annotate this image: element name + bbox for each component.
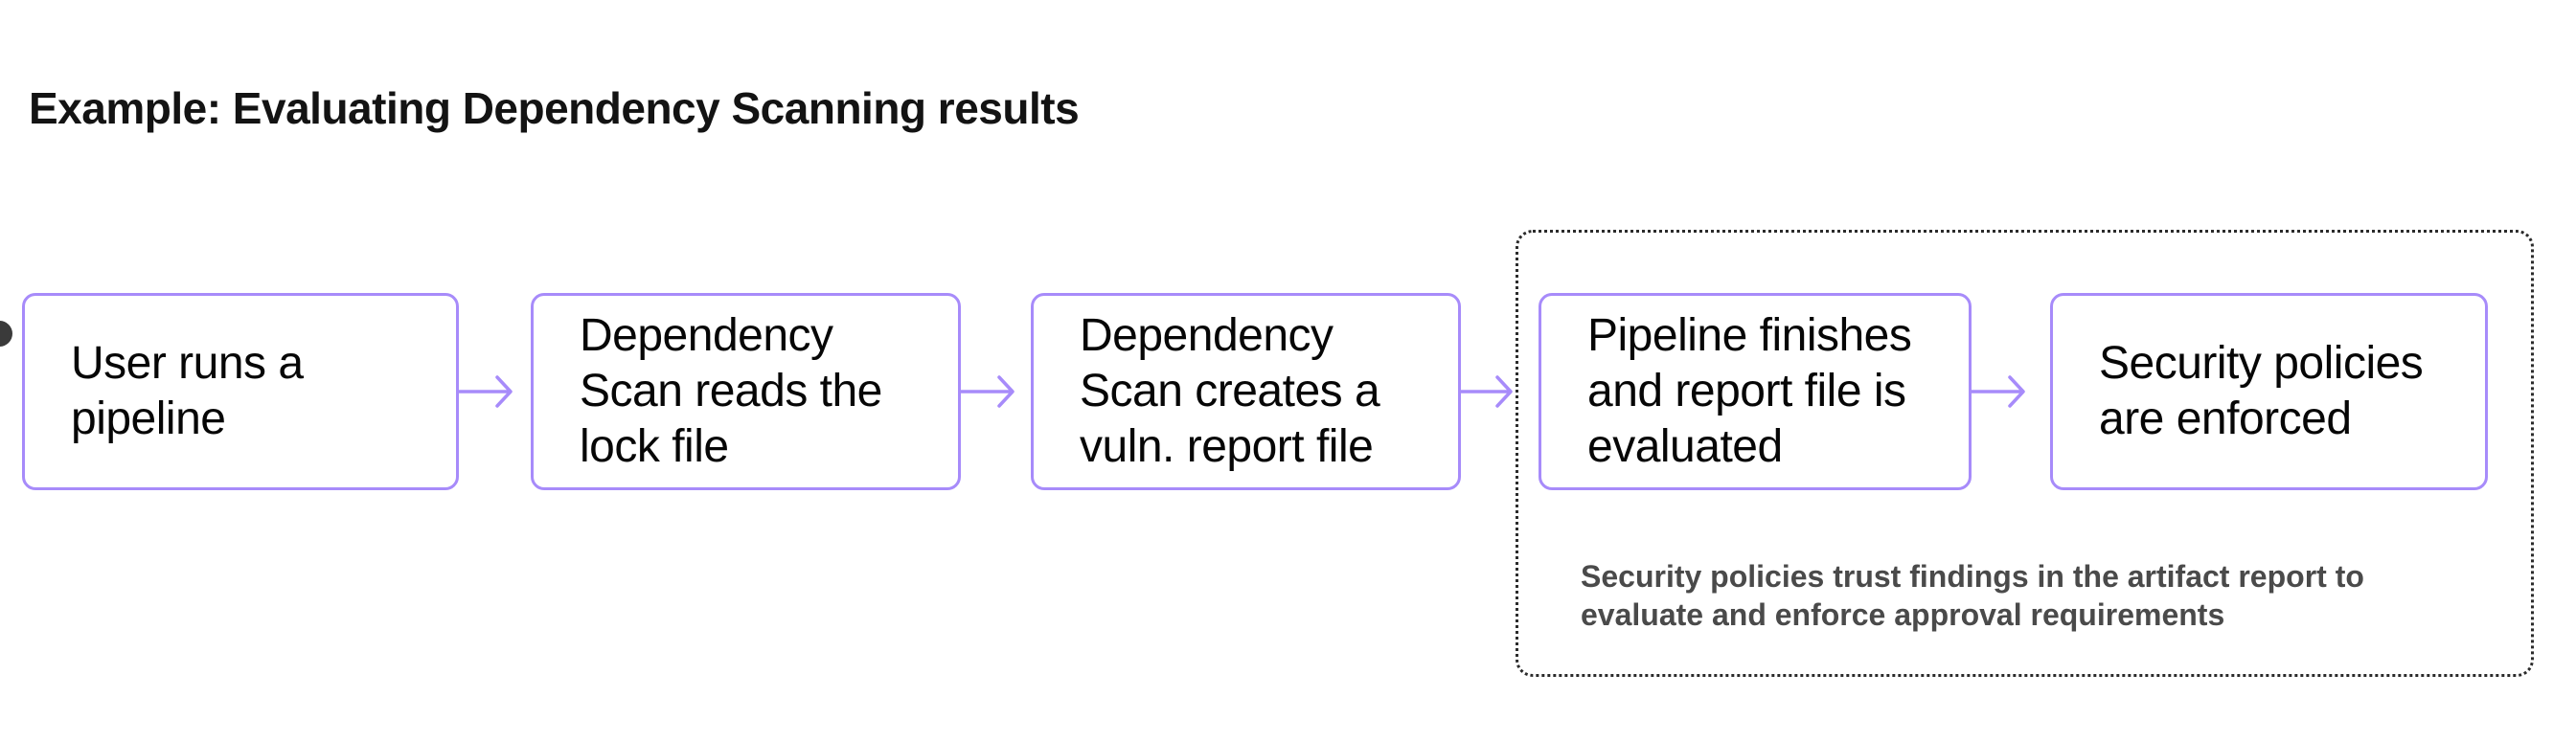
clipped-circle-decoration [0,321,12,347]
flow-node-label: Pipeline finishes and report file is eva… [1587,310,1912,472]
policy-evaluation-note: Security policies trust findings in the … [1581,559,2364,632]
flow-node-user-runs-pipeline: User runs a pipeline [22,293,459,490]
arrow-right-icon [458,375,513,408]
policy-evaluation-group-outline [1516,230,2534,677]
diagram-title: Example: Evaluating Dependency Scanning … [29,83,1080,133]
flow-node-label: Dependency Scan creates a vuln. report f… [1080,310,1380,472]
flow-node-pipeline-finishes: Pipeline finishes and report file is eva… [1539,293,1972,490]
arrow-right-icon [960,375,1014,408]
arrow-right-icon [1458,375,1513,408]
flow-node-label: User runs a pipeline [71,338,304,444]
flow-node-label: Security policies are enforced [2099,338,2424,444]
flow-node-policies-enforced: Security policies are enforced [2050,293,2488,490]
flow-node-dep-scan-reads-lock-file: Dependency Scan reads the lock file [531,293,961,490]
flow-node-dep-scan-creates-report: Dependency Scan creates a vuln. report f… [1031,293,1461,490]
arrow-right-icon [1971,375,2025,408]
flow-node-label: Dependency Scan reads the lock file [580,310,882,472]
